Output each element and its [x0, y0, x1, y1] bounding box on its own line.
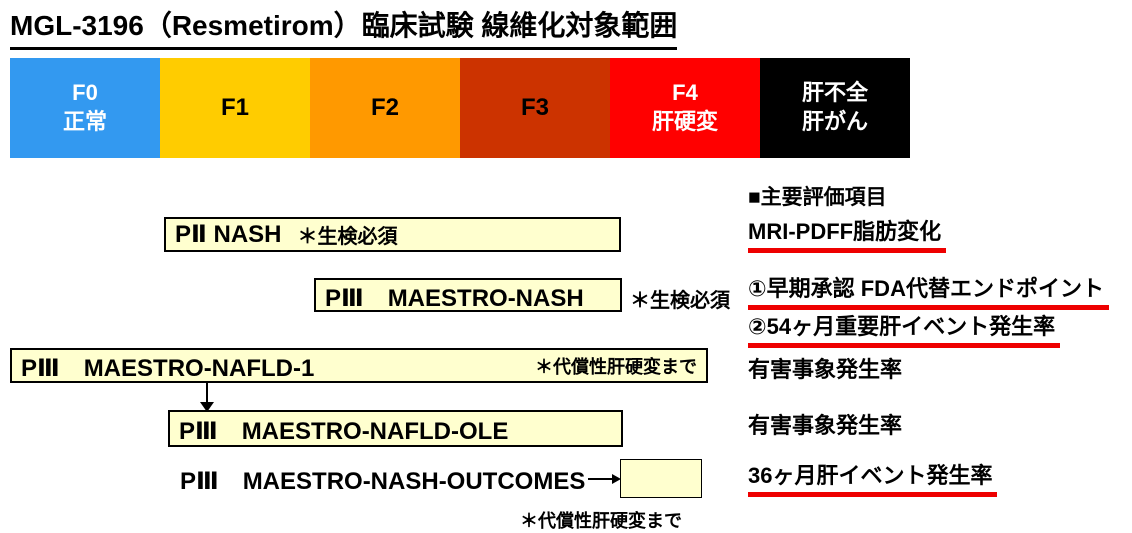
- arrow-down-icon: [200, 383, 214, 412]
- arrow-shaft: [206, 383, 208, 402]
- stage-label: F4: [672, 80, 698, 106]
- trial-name: PⅡ NASH: [175, 221, 282, 248]
- trial-box-p3-maestro-nafld-1: PⅢ MAESTRO-NAFLD-1 ＊代償性肝硬変まで: [10, 348, 708, 383]
- compensated-cirrhosis-note: ＊代償性肝硬変まで: [520, 511, 682, 531]
- trial-box-p2-nash: PⅡ NASH ＊生検必須: [164, 217, 621, 252]
- endpoint-adverse-events-2: 有害事象発生率: [748, 413, 903, 438]
- trial-range-box: [620, 459, 702, 498]
- stage-label: F2: [370, 94, 399, 122]
- endpoints-header: ■主要評価項目: [748, 186, 887, 209]
- trial-name: PⅢ MAESTRO-NASH-OUTCOMES: [180, 468, 586, 495]
- stage-segment-f4: F4 肝硬変: [610, 58, 760, 158]
- stage-label: F1: [220, 94, 249, 122]
- trial-name: PⅢ MAESTRO-NAFLD-OLE: [179, 418, 509, 445]
- stage-segment-liver-failure: 肝不全 肝がん: [760, 58, 910, 158]
- trial-box-p3-maestro-nash: PⅢ MAESTRO-NASH: [314, 278, 622, 312]
- endpoint-36m-liver-events: 36ヶ月肝イベント発生率: [748, 458, 998, 497]
- connector-line: [588, 477, 612, 480]
- endpoint-fda-surrogate: ①早期承認 FDA代替エンドポイント: [748, 271, 1109, 310]
- stage-sublabel: 肝がん: [801, 109, 868, 134]
- connector-arrow-icon: [612, 473, 621, 484]
- stage-label: 肝不全: [801, 80, 868, 106]
- trial-box-p3-maestro-nafld-ole: PⅢ MAESTRO-NAFLD-OLE: [168, 410, 623, 447]
- stage-sublabel: 正常: [62, 109, 107, 134]
- arrow-head: [200, 402, 214, 412]
- stage-segment-f2: F2: [310, 58, 460, 158]
- endpoint-adverse-events-1: 有害事象発生率: [748, 357, 903, 382]
- stage-segment-f1: F1: [160, 58, 310, 158]
- page-title: MGL-3196（Resmetirom）臨床試験 線維化対象範囲: [10, 4, 678, 50]
- stage-label: F0: [72, 80, 98, 106]
- stage-sublabel: 肝硬変: [651, 109, 718, 134]
- biopsy-required-note: ＊生検必須: [630, 290, 730, 312]
- trial-row-p3-maestro-nash-outcomes: PⅢ MAESTRO-NASH-OUTCOMES: [180, 459, 702, 498]
- stage-segment-f3: F3: [460, 58, 610, 158]
- trial-name: PⅢ MAESTRO-NASH: [325, 284, 584, 312]
- stage-segment-f0: F0 正常: [10, 58, 160, 158]
- trial-name: PⅢ MAESTRO-NAFLD-1: [21, 355, 315, 382]
- biopsy-required-note: ＊生検必須: [297, 226, 398, 248]
- endpoint-54m-liver-events: ②54ヶ月重要肝イベント発生率: [748, 309, 1061, 348]
- stage-label: F3: [520, 94, 549, 122]
- endpoint-mri-pdff: MRI-PDFF脂肪変化: [748, 214, 947, 253]
- compensated-cirrhosis-note: ＊代償性肝硬変まで: [535, 356, 697, 377]
- fibrosis-stage-bar: F0 正常 F1 F2 F3 F4 肝硬変 肝不全 肝がん: [10, 58, 910, 158]
